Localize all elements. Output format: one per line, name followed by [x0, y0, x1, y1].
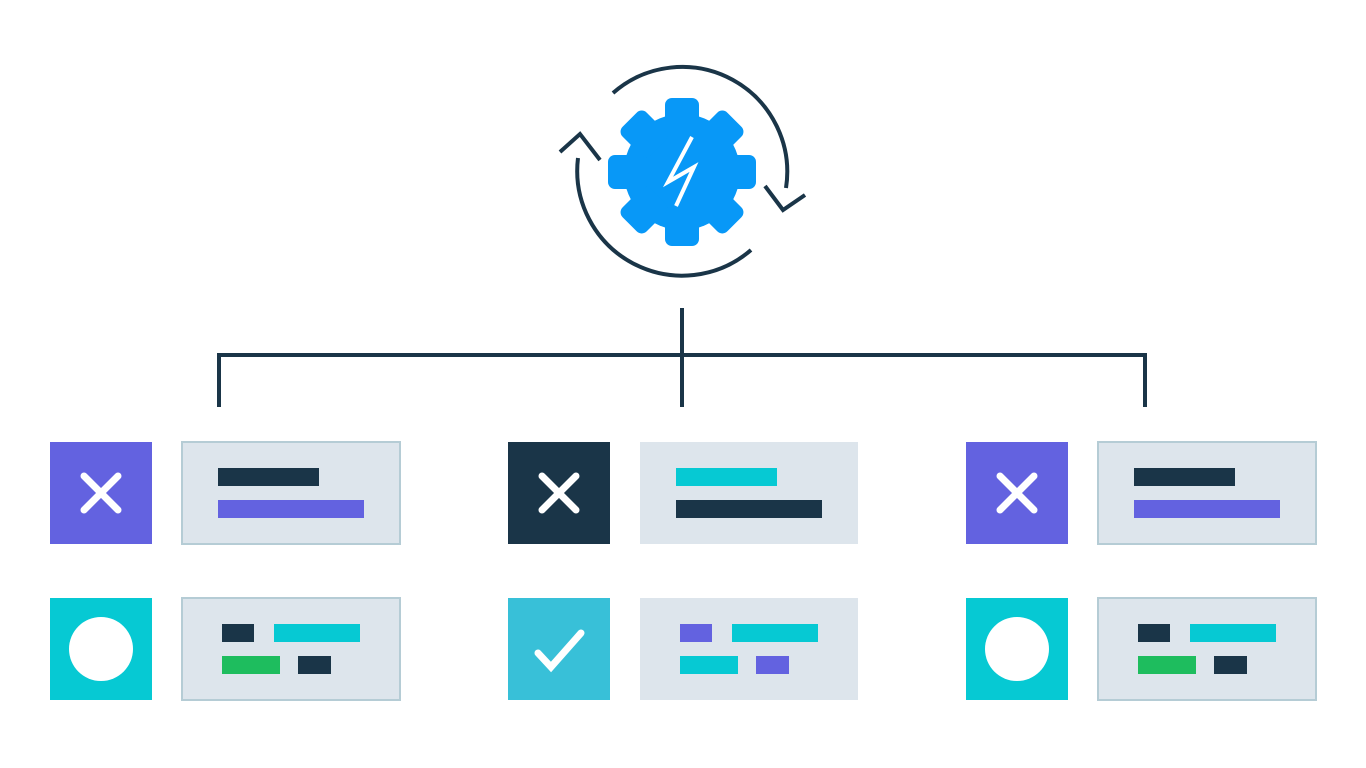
circle-icon [985, 617, 1049, 681]
status-failed-tile [508, 442, 610, 544]
x-icon [996, 472, 1038, 514]
content-card [181, 597, 401, 701]
status-pending-tile [50, 598, 152, 700]
check-icon [534, 629, 585, 673]
content-card [640, 442, 858, 544]
status-failed-tile [50, 442, 152, 544]
circle-icon [69, 617, 133, 681]
content-card [1097, 597, 1317, 701]
content-card [640, 598, 858, 700]
content-card [181, 441, 401, 545]
gear-icon [608, 98, 756, 246]
content-card [1097, 441, 1317, 545]
x-icon [80, 472, 122, 514]
connector-tree [217, 308, 1147, 407]
branch-3 [966, 441, 1317, 701]
sync-icon [558, 64, 807, 278]
status-success-tile [508, 598, 610, 700]
branch-2 [508, 442, 858, 700]
branch-1 [50, 441, 401, 701]
x-icon [538, 472, 580, 514]
lightning-icon [662, 136, 699, 207]
status-failed-tile [966, 442, 1068, 544]
status-pending-tile [966, 598, 1068, 700]
